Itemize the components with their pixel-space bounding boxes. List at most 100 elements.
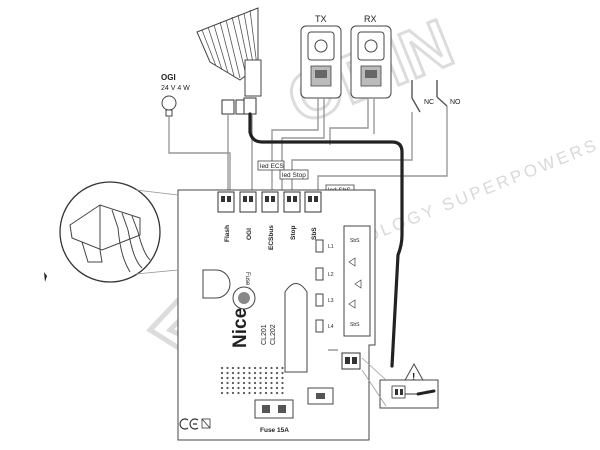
no-contact: NO [436,80,461,107]
photocell-rx: RX [350,14,392,99]
fuse-main-label: Fuse 15A [260,427,289,434]
vent-dot [264,376,268,380]
vent-dot [270,386,273,390]
vent-dot [275,391,279,395]
vent-dot [237,366,240,370]
ogi-lamp: OGI 24 V 4 W [161,73,190,117]
vent-dot [281,386,284,390]
led-array: L1 L2 L3 L4 SbS SbS [315,225,371,337]
vent-dot [242,376,246,380]
vent-dot [237,381,240,385]
led-l4-label: L4 [328,324,334,330]
terminal-block [217,191,322,213]
vent-dot [237,376,240,380]
vent-dot [226,381,229,385]
warning-symbol: ! [412,372,415,383]
photocell-tx: TX [300,14,342,99]
vent-dot [259,376,262,380]
vent-dot [275,381,279,385]
vent-dot [270,391,273,395]
vent-dot [242,381,246,385]
vent-dot [270,381,273,385]
led-l2-label: L2 [328,272,334,278]
vent-dot [220,381,224,385]
terminal-ogi-label: OGI [246,228,253,240]
sbs-label-right-1: SbS [350,238,360,244]
sbs-label-right-2: SbS [350,322,360,328]
vent-dot [226,391,229,395]
vent-dot [242,366,246,370]
photocell-rx-label: RX [364,14,377,24]
vent-dot [281,371,284,375]
led-ecs-tag: led ECS [257,160,285,171]
vent-dot [242,391,246,395]
vent-dot [220,376,224,380]
fuse-small-cap [238,292,250,304]
vent-dot [248,371,251,375]
vent-dot [220,371,224,375]
vent-dot [270,371,273,375]
photocell-tx-label: TX [315,14,327,24]
vent-dot [253,391,257,395]
vent-dot [226,376,229,380]
led-ecs-label: led ECS [260,163,285,170]
control-board: Flash OGI ECSbus Stop SbS Fuse 1A T Nice… [177,189,376,441]
board-brand: Nice [230,308,251,348]
vent-dot [281,391,284,395]
vent-dot [264,391,268,395]
nc-contact-label: NC [424,99,434,106]
vent-dot [259,386,262,390]
vent-dot [248,366,251,370]
vent-dot [231,391,235,395]
vent-dot [253,371,257,375]
vent-dot [248,376,251,380]
vent-dot [231,376,235,380]
vent-dot [248,381,251,385]
vent-dot [226,371,229,375]
vent-dot [259,371,262,375]
vent-dot [264,386,268,390]
vent-dot [248,386,251,390]
flashing-light [196,7,262,115]
ce-mark [179,418,211,430]
vent-dot [281,366,284,370]
radio-module [284,283,308,373]
terminal-ecsbus-label: ECSbus [268,225,275,250]
vent-dot [220,391,224,395]
vent-dot [264,371,268,375]
vent-dot [270,366,273,370]
vent-dot [231,366,235,370]
fuse-small-label: Fuse 1A T [244,272,250,300]
vent-dot [242,386,246,390]
antenna-cable [248,112,404,368]
fuse-main [254,399,294,419]
vent-dot [264,381,268,385]
vent-dot [275,371,279,375]
vent-dot [275,386,279,390]
d-shaped-part [202,269,231,299]
pointer-mark [44,272,47,282]
board-model: CL201 CL202 [261,322,277,345]
ogi-lamp-title: OGI [161,73,176,82]
led-l3-label: L3 [328,298,334,304]
vent-dot [231,381,235,385]
vent-dot [248,391,251,395]
terminal-stop-label: Stop [290,226,297,240]
vent-dot [231,371,235,375]
terminal-detail-magnifier [59,181,179,283]
vent-dot [220,366,224,370]
vent-dot [275,366,279,370]
vent-dot [253,366,257,370]
vent-dot [264,366,268,370]
nc-contact: NC [411,80,434,113]
vent-dot [281,381,284,385]
vent-dot [253,376,257,380]
vent-dot [237,371,240,375]
vent-dot [253,386,257,390]
led-l1-label: L1 [328,244,334,250]
vent-dot [270,376,273,380]
no-contact-label: NO [450,99,461,106]
vent-dot [259,366,262,370]
vent-dot [226,366,229,370]
